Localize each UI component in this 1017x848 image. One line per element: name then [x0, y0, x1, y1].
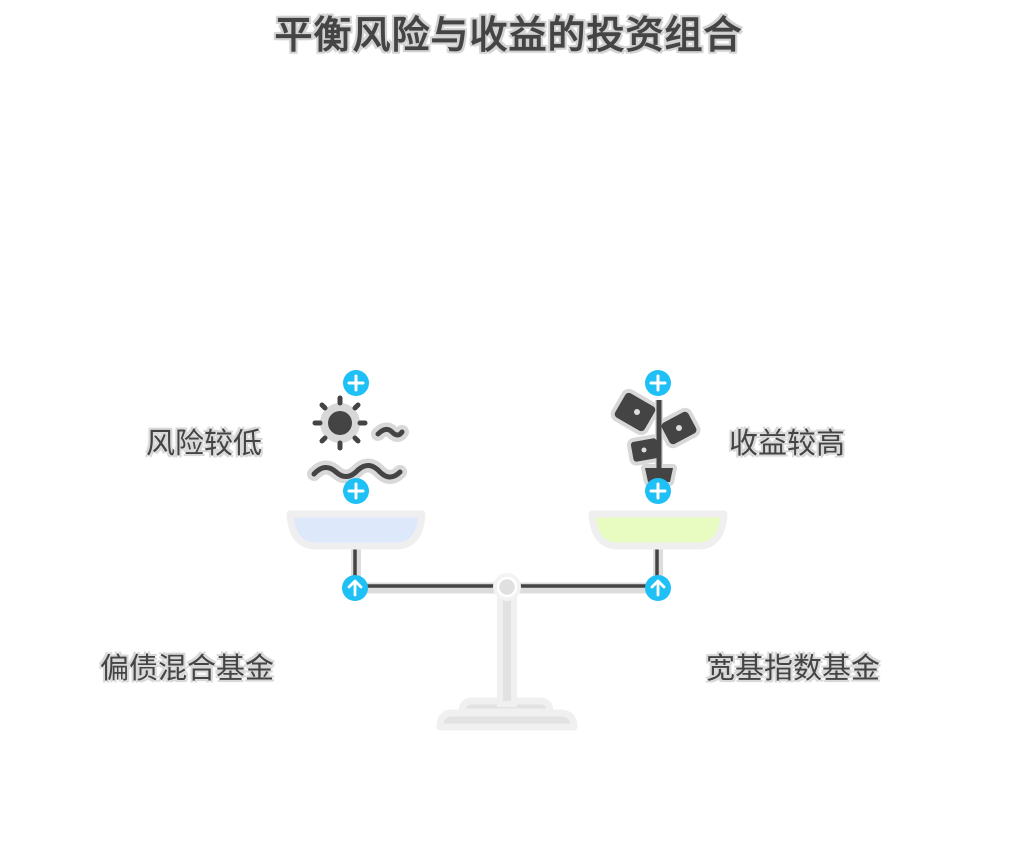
pivot-joint: [493, 573, 521, 601]
growing-plant-icon: [610, 388, 701, 486]
scale-pole: [497, 593, 517, 707]
diagram-title: 平衡风险与收益的投资组合: [274, 12, 743, 57]
left-pan: [286, 510, 426, 550]
add-marker-right-bottom[interactable]: [645, 478, 671, 504]
arrow-up-marker-left[interactable]: [342, 575, 368, 601]
add-marker-left-top[interactable]: [343, 370, 369, 396]
low-risk-label: 风险较低: [146, 426, 263, 460]
arrow-up-marker-right[interactable]: [645, 575, 671, 601]
scale-base: [436, 697, 578, 731]
broad-index-fund-label: 宽基指数基金: [706, 651, 881, 685]
high-return-label: 收益较高: [729, 426, 846, 460]
sun-waves-icon: [307, 395, 409, 484]
bond-hybrid-fund-label: 偏债混合基金: [100, 651, 275, 685]
add-marker-right-top[interactable]: [645, 370, 671, 396]
add-marker-left-bottom[interactable]: [343, 478, 369, 504]
right-pan: [588, 510, 728, 550]
